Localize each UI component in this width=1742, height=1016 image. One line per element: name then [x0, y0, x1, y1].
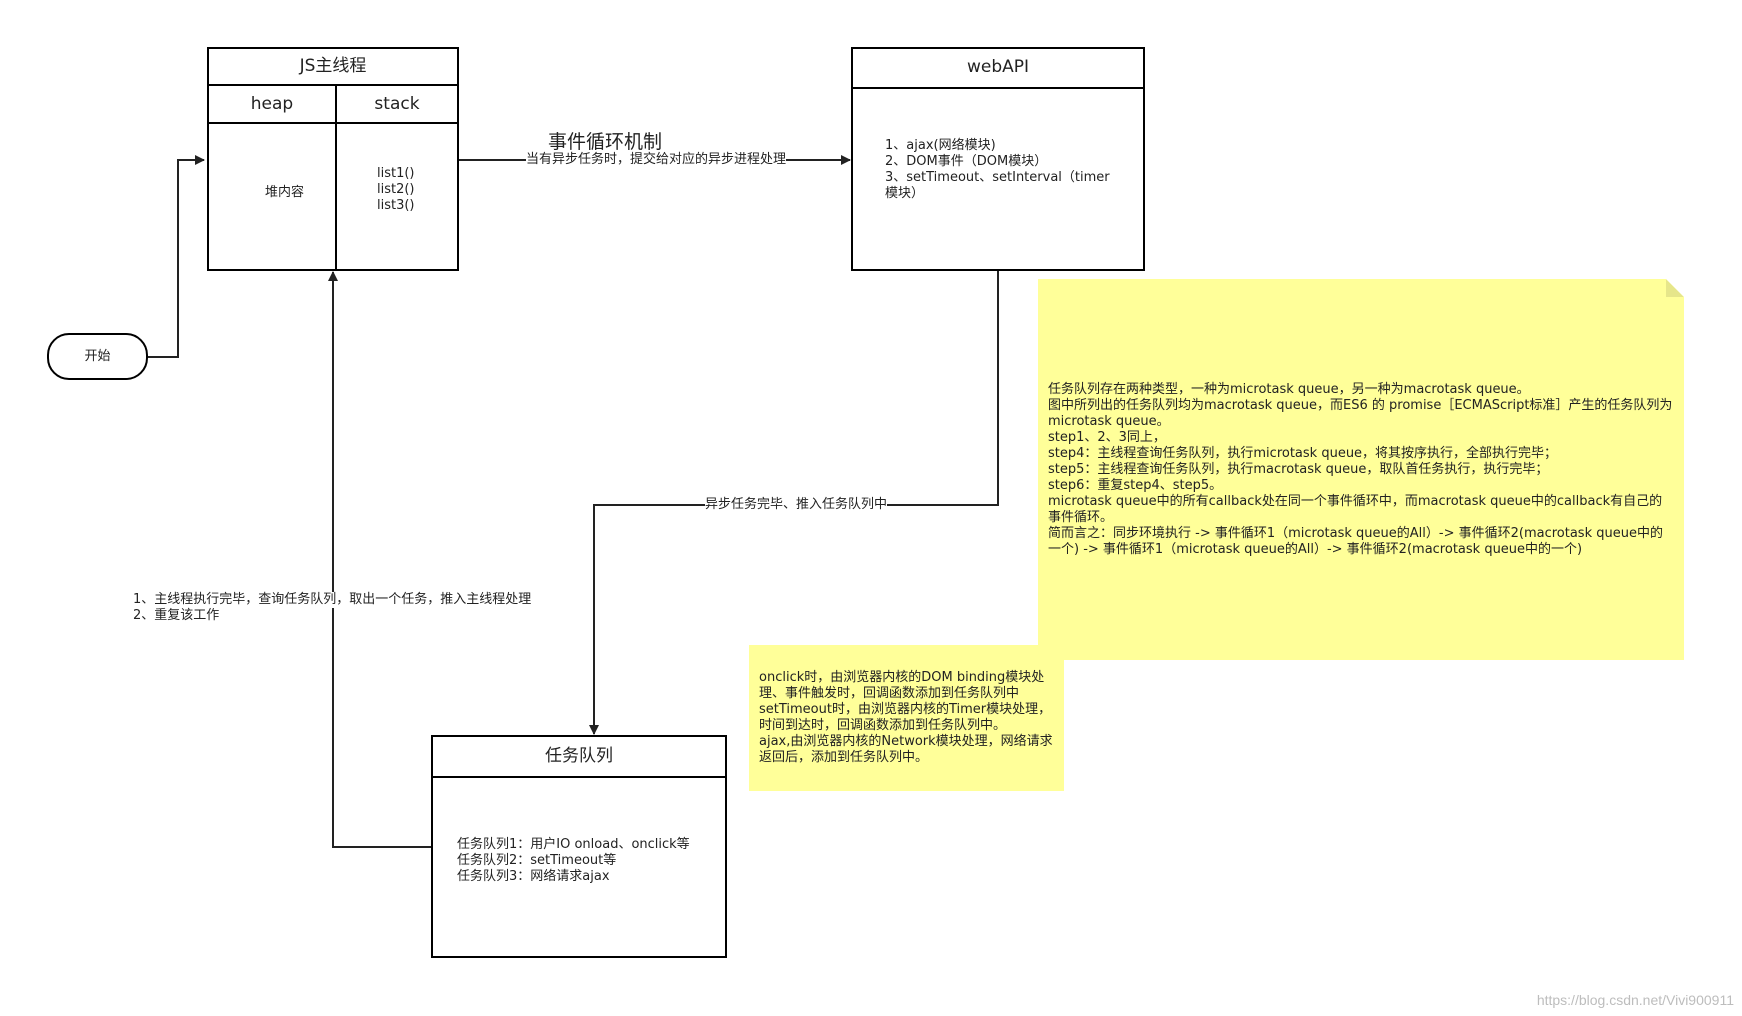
js-main-thread-box: JS主线程 heap stack 堆内容 list1() list2() lis…: [207, 47, 459, 271]
stack-header: stack: [374, 94, 420, 114]
task-queue-box: 任务队列 任务队列1：用户IO onload、onclick等 任务队列2：se…: [431, 735, 727, 958]
main-loop-label-1: 1、主线程执行完毕，查询任务队列，取出一个任务，推入主线程处理: [133, 592, 532, 608]
webapi-list: 1、ajax(网络模块) 2、DOM事件（DOM模块） 3、setTimeout…: [885, 138, 1110, 202]
stack-list: list1() list2() list3(): [377, 166, 415, 214]
stack-item: list3(): [377, 198, 415, 213]
task-queue-item: 任务队列2：setTimeout等: [457, 853, 617, 868]
stack-cell: list1() list2() list3(): [337, 124, 457, 269]
start-label: 开始: [84, 349, 111, 364]
js-main-thread-title: JS主线程: [209, 49, 457, 86]
webapi-item: 2、DOM事件（DOM模块）: [885, 154, 1048, 169]
task-queue-title: 任务队列: [433, 737, 725, 778]
webapi-item: 1、ajax(网络模块): [885, 138, 996, 153]
heap-header: heap: [209, 86, 337, 122]
note-microtask-text: 任务队列存在两种类型，一种为microtask queue，另一种为macrot…: [1048, 382, 1673, 557]
heap-content: 堆内容: [265, 185, 305, 200]
async-done-label: 异步任务完毕、推入任务队列中: [705, 497, 888, 513]
note-microtask-macrotask: 任务队列存在两种类型，一种为microtask queue，另一种为macrot…: [1038, 279, 1684, 660]
webapi-box: webAPI 1、ajax(网络模块) 2、DOM事件（DOM模块） 3、set…: [851, 47, 1145, 271]
js-main-thread-header-row: heap stack: [209, 86, 457, 124]
start-node: 开始: [47, 333, 148, 380]
task-queue-list: 任务队列1：用户IO onload、onclick等 任务队列2：setTime…: [457, 837, 690, 885]
heap-cell: 堆内容: [209, 124, 337, 269]
webapi-item: 3、setTimeout、setInterval（timer: [885, 170, 1110, 185]
stack-item: list1(): [377, 166, 415, 181]
task-queue-item: 任务队列3：网络请求ajax: [457, 869, 610, 884]
event-loop-subtitle: 当有异步任务时，提交给对应的异步进程处理: [526, 152, 787, 168]
arrow-start-to-main-thread: [148, 155, 205, 358]
stack-item: list2(): [377, 182, 415, 197]
task-queue-item: 任务队列1：用户IO onload、onclick等: [457, 837, 690, 852]
note-browser-modules-text: onclick时，由浏览器内核的DOM binding模块处理、事件触发时，回调…: [759, 670, 1053, 765]
main-loop-label-2: 2、重复该工作: [133, 608, 220, 624]
note-fold-corner: [1666, 279, 1684, 297]
js-main-thread-body-row: 堆内容 list1() list2() list3(): [209, 124, 457, 269]
arrow-task-queue-to-main-thread: [328, 271, 431, 848]
event-loop-title: 事件循环机制: [548, 131, 663, 153]
watermark: https://blog.csdn.net/Vivi900911: [1536, 992, 1734, 1008]
note-browser-modules: onclick时，由浏览器内核的DOM binding模块处理、事件触发时，回调…: [749, 645, 1064, 791]
webapi-title: webAPI: [853, 49, 1143, 89]
webapi-item: 模块）: [885, 186, 925, 201]
